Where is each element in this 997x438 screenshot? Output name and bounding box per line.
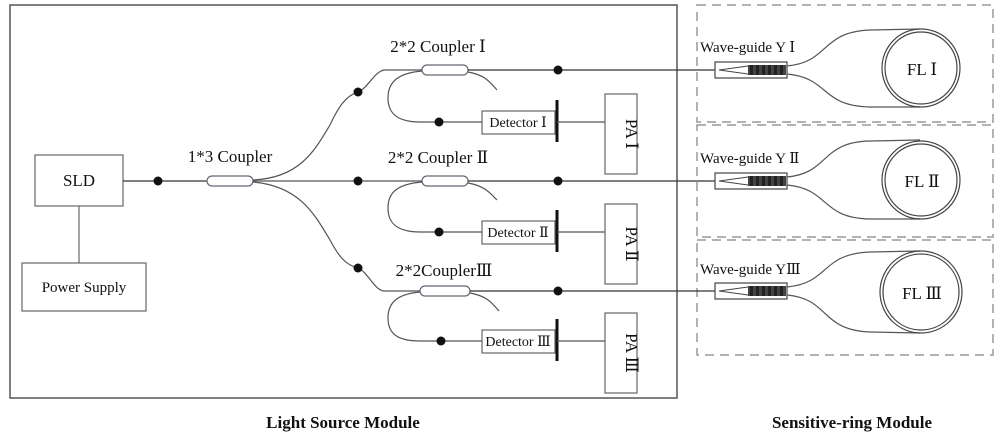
splice-dot [553,286,563,296]
coupler-2x2-2 [421,175,469,187]
light-source-module-frame [9,4,678,399]
coupler-1x3-label: 1*3 Coupler [188,147,273,166]
ring-lead [786,250,921,288]
ring-frame-3 [696,239,994,356]
detector-3 [481,329,556,354]
dead-end-fiber [469,292,500,312]
fiber-loop-inner [884,143,958,217]
dead-end-fiber [467,71,498,91]
splice-dot [434,117,444,127]
channel-3: 2*2CouplerⅢ Detector Ⅲ PA Ⅲ Wave-guide Y… [387,250,963,394]
branch-3 [252,181,420,292]
splice-dot [353,87,363,97]
light-source-module-caption: Light Source Module [266,413,420,432]
detector-1-label: Detector Ⅰ [489,116,546,131]
splice-dot [553,65,563,75]
detector-2-label: Detector Ⅱ [487,226,548,241]
detector-1 [481,110,556,135]
coupler-2x2-3 [419,285,471,297]
splice-dot [436,336,446,346]
coupler-1x3 [206,175,254,187]
fl-2-label: FL Ⅱ [904,172,939,191]
coupler-2x2-2-label: 2*2 Coupler Ⅱ [388,148,488,167]
splice-dot [353,176,363,186]
pa-3-label: PA Ⅲ [622,333,641,373]
pa-2-label: PA Ⅱ [622,226,641,261]
detector-fiber [387,181,482,233]
fiber-loop-inner [882,253,960,331]
waveguide-2-label: Wave-guide Y Ⅱ [700,151,800,167]
channel-1: 2*2 Coupler Ⅰ Detector Ⅰ PA Ⅰ Wave-guide… [387,28,961,175]
splice-dot [434,227,444,237]
ring-lead [786,294,921,334]
y-branch [718,176,749,186]
power-supply-label: Power Supply [42,280,127,296]
waveguide-1-label: Wave-guide Y Ⅰ [700,40,795,56]
fiber-loop-2 [881,140,961,220]
ring-frame-2 [696,124,994,238]
branch-1 [252,69,422,181]
waveguide-core [748,286,786,296]
fl-3-label: FL Ⅲ [902,284,942,303]
ring-lead [786,184,920,220]
power-supply-box [21,262,147,312]
splice-dot [153,176,163,186]
fiber-loop-3 [879,250,963,334]
fiber-loop-inner [884,31,958,105]
detector-fiber [387,70,482,123]
coupler-2x2-1-label: 2*2 Coupler Ⅰ [390,37,485,56]
coupler-2x2-1 [421,64,469,76]
dead-end-fiber [467,182,498,201]
detector-3-label: Detector Ⅲ [485,335,550,350]
splice-dot [353,263,363,273]
detector-fiber [387,291,482,342]
ring-frame-1 [696,4,994,123]
pa-1-label: PA Ⅰ [622,119,641,149]
fl-1-label: FL Ⅰ [907,60,937,79]
waveguide-core [748,176,786,186]
channel-2: 2*2 Coupler Ⅱ Detector Ⅱ PA Ⅱ Wave-guide… [387,139,961,285]
coupler-2x2-3-label: 2*2CouplerⅢ [396,261,493,280]
sld-label: SLD [63,171,95,190]
waveguide-3-label: Wave-guide YⅢ [700,262,801,278]
detector-2 [481,220,556,245]
splice-dot [553,176,563,186]
sld-box [34,154,124,207]
ring-lead [786,73,920,108]
ring-lead [786,28,921,67]
sensitive-ring-module-caption: Sensitive-ring Module [772,413,933,432]
pa-3 [604,312,638,394]
waveguide-core [748,65,786,75]
pa-2 [604,203,638,285]
y-branch [718,286,749,296]
fiber-loop-1 [881,28,961,108]
pa-1 [604,93,638,175]
y-branch [718,65,749,75]
ring-lead [786,139,921,178]
